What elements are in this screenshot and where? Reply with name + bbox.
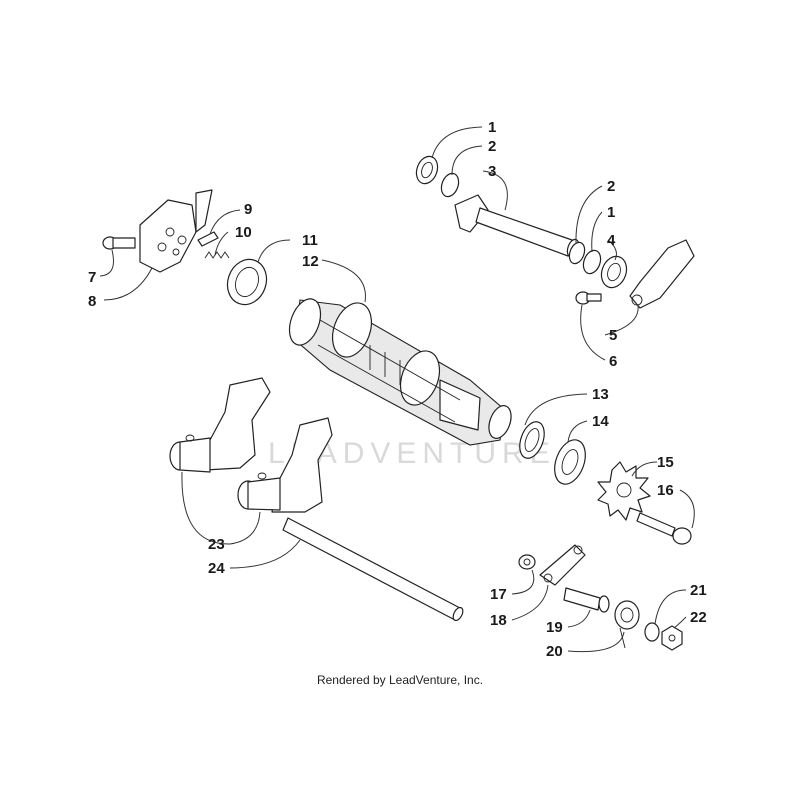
callout-20: 20 xyxy=(546,643,563,660)
part-3-shift-shaft xyxy=(454,194,580,258)
part-14-washer xyxy=(554,439,586,485)
callout-14: 14 xyxy=(592,413,609,430)
part-2-ring-lower xyxy=(568,241,586,265)
callout-6: 6 xyxy=(609,353,617,370)
part-23-shift-fork-lower xyxy=(237,417,333,513)
part-15-star-gear xyxy=(597,461,651,521)
callout-2-top: 2 xyxy=(488,138,496,155)
callout-2-lower: 2 xyxy=(607,178,615,195)
callout-21: 21 xyxy=(690,582,707,599)
footer-credit: Rendered by LeadVenture, Inc. xyxy=(316,673,484,687)
part-19-bolt xyxy=(563,587,610,613)
part-11-washer xyxy=(226,258,268,306)
callout-8: 8 xyxy=(88,293,96,310)
part-13-washer xyxy=(519,421,545,459)
callout-15: 15 xyxy=(657,454,674,471)
callout-13: 13 xyxy=(592,386,609,403)
part-22-nut xyxy=(661,625,683,651)
part-21-washer xyxy=(644,622,660,642)
callout-18: 18 xyxy=(490,612,507,629)
part-4-seal xyxy=(600,255,628,289)
callout-24: 24 xyxy=(208,560,225,577)
part-17-washer xyxy=(518,554,536,570)
callout-5: 5 xyxy=(609,327,617,344)
callout-labels: 1 2 3 2 1 4 5 6 7 8 9 10 11 12 13 14 15 … xyxy=(88,119,707,660)
callout-3: 3 xyxy=(488,163,496,180)
part-9-pin xyxy=(197,231,219,247)
callout-1-top: 1 xyxy=(488,119,496,136)
part-24-fork-shaft xyxy=(282,517,464,622)
part-6-bolt xyxy=(575,291,602,305)
part-12-shift-drum xyxy=(288,298,512,446)
part-20-spring xyxy=(614,600,640,649)
callout-12: 12 xyxy=(302,253,319,270)
leader-lines xyxy=(99,126,695,653)
callout-1-lower: 1 xyxy=(607,204,615,221)
callout-7: 7 xyxy=(88,269,96,286)
part-1-washer-lower xyxy=(582,249,602,275)
part-5-shift-arm xyxy=(629,239,695,309)
part-16-bolt xyxy=(636,512,692,545)
part-2-ring-top xyxy=(440,172,460,198)
callout-9: 9 xyxy=(244,201,252,218)
callout-4: 4 xyxy=(607,232,616,249)
part-1-washer-top xyxy=(415,155,439,185)
part-7-bolt xyxy=(102,236,136,250)
part-8-cover-plate xyxy=(139,189,213,273)
callout-23: 23 xyxy=(208,536,225,553)
part-10-spring xyxy=(204,251,230,259)
callout-19: 19 xyxy=(546,619,563,636)
callout-17: 17 xyxy=(490,586,507,603)
callout-16: 16 xyxy=(657,482,674,499)
part-23-shift-fork-upper xyxy=(169,377,271,473)
callout-11: 11 xyxy=(302,232,318,249)
part-18-stopper-lever xyxy=(539,544,586,586)
callout-10: 10 xyxy=(235,224,252,241)
callout-22: 22 xyxy=(690,609,707,626)
